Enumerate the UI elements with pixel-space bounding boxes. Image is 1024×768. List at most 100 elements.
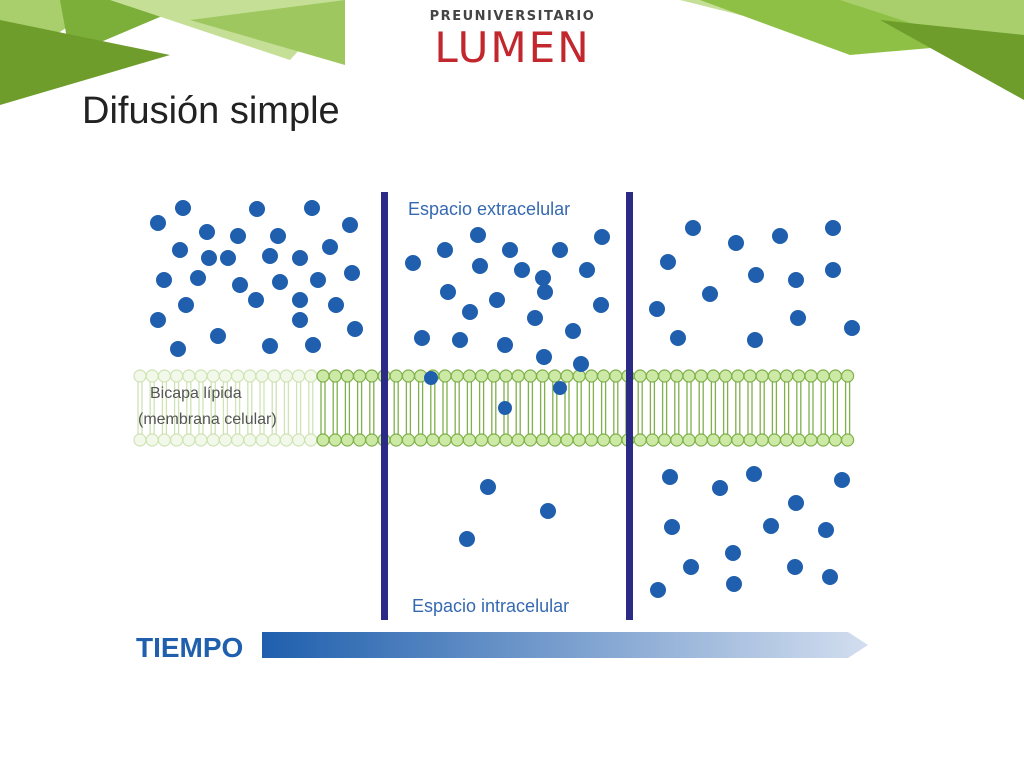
lipid-head — [731, 433, 745, 447]
lipid-head — [828, 369, 843, 383]
lipid-head — [304, 433, 318, 447]
solute-particle — [664, 519, 680, 535]
lipid-tail — [796, 382, 802, 434]
lipid-head — [206, 369, 220, 383]
lipid-head — [157, 369, 171, 383]
stage-divider-2 — [626, 192, 633, 620]
lipid-head — [609, 433, 623, 447]
lipid-tail — [478, 382, 485, 434]
solute-particle — [818, 522, 834, 538]
solute-particle — [342, 217, 358, 233]
solute-particle — [262, 338, 278, 354]
lipid-head — [133, 369, 147, 383]
lipid-head — [316, 433, 330, 447]
stage-divider-1 — [381, 192, 388, 620]
lipid-tail — [283, 382, 290, 434]
lipid-head — [133, 433, 147, 447]
solute-particle — [210, 328, 226, 344]
lipid-tail — [515, 382, 521, 434]
solute-particle — [232, 277, 248, 293]
lipid-tail — [454, 382, 460, 434]
solute-particle — [344, 265, 360, 281]
lipid-head — [145, 369, 159, 383]
solute-particle — [459, 531, 475, 547]
solute-particle — [787, 559, 803, 575]
lipid-head — [584, 433, 599, 447]
solute-particle — [262, 248, 278, 264]
lipid-tail — [320, 382, 326, 434]
solute-particle — [190, 270, 206, 286]
lipid-head — [206, 433, 220, 447]
lipid-head — [816, 433, 830, 447]
solute-particle — [527, 310, 543, 326]
lipid-head — [267, 369, 281, 383]
solute-particle — [497, 337, 513, 353]
lipid-head — [767, 433, 782, 447]
solute-particle — [440, 284, 456, 300]
solute-particle — [220, 250, 236, 266]
lipid-head — [292, 433, 306, 447]
lipid-head — [462, 433, 476, 447]
lipid-head — [743, 433, 757, 447]
solute-particle — [452, 332, 468, 348]
lipid-head — [792, 369, 806, 383]
lipid-head — [279, 433, 293, 447]
solute-particle — [201, 250, 217, 266]
lipid-head — [353, 369, 367, 383]
lipid-tail — [637, 382, 643, 434]
lipid-tail — [186, 382, 192, 434]
lipid-head — [548, 433, 562, 447]
lipid-head — [438, 369, 452, 383]
solute-particle — [536, 349, 552, 365]
solute-particle — [249, 201, 265, 217]
solute-particle — [702, 286, 718, 302]
lipid-head — [779, 433, 794, 447]
lipid-head — [560, 433, 574, 447]
lipid-head — [157, 433, 171, 447]
solute-particle — [844, 320, 860, 336]
lipid-head — [804, 433, 818, 447]
lipid-tail — [405, 382, 412, 434]
lipid-head — [682, 369, 696, 383]
lipid-tail — [649, 382, 656, 434]
solute-particle — [489, 292, 505, 308]
lipid-tail — [759, 382, 765, 434]
extracellular-label: Espacio extracelular — [408, 199, 570, 219]
lipid-tail — [417, 382, 424, 434]
lipid-tail — [710, 382, 717, 434]
logo-main-text: LUMEN — [434, 23, 591, 72]
lipid-tail — [149, 382, 155, 434]
lipid-tail — [539, 382, 546, 434]
lipid-tail — [295, 382, 302, 434]
lipid-head — [718, 433, 733, 447]
lipid-head — [596, 369, 611, 383]
membrane-label-line1: Bicapa lípida — [150, 385, 242, 402]
solute-particle — [746, 466, 762, 482]
lipid-head — [682, 433, 696, 447]
solute-particle — [405, 255, 421, 271]
lipid-bilayer — [133, 369, 864, 447]
solute-particle — [788, 272, 804, 288]
lipid-head — [145, 433, 159, 447]
lipid-head — [304, 369, 318, 383]
lipid-head — [694, 433, 708, 447]
time-label: TIEMPO — [136, 632, 243, 663]
lipid-head — [365, 433, 379, 447]
lipid-tail — [369, 382, 375, 434]
lipid-head — [231, 369, 245, 383]
solute-particle — [270, 228, 286, 244]
lipid-head — [279, 369, 293, 383]
lipid-head — [194, 369, 208, 383]
lipid-head — [499, 369, 513, 383]
solute-particle — [540, 503, 556, 519]
lipid-tail — [173, 382, 180, 434]
solute-particle — [292, 292, 308, 308]
lipid-tail — [198, 382, 204, 434]
lipid-head — [218, 369, 232, 383]
solute-particle — [825, 262, 841, 278]
solute-particle — [683, 559, 699, 575]
solute-particle — [502, 242, 518, 258]
solute-particle — [728, 235, 744, 251]
lipid-head — [840, 369, 855, 383]
